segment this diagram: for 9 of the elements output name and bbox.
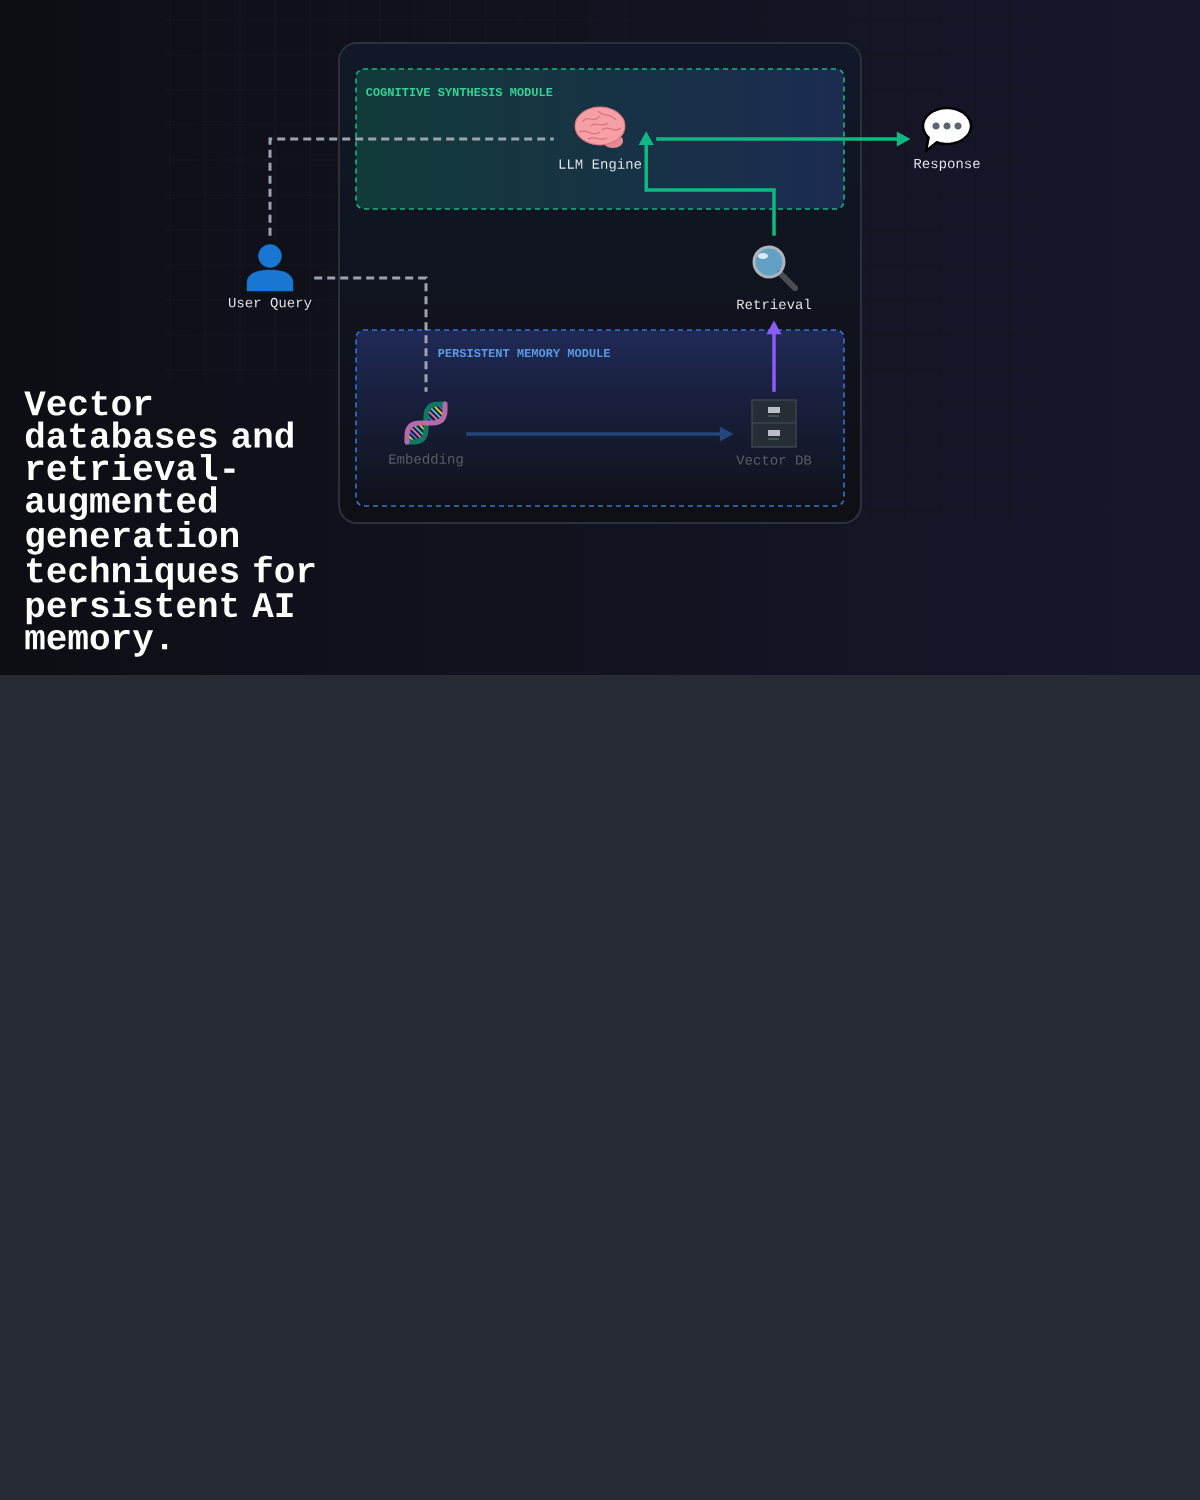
module-title: COGNITIVE SYNTHESIS MODULE xyxy=(366,87,553,97)
page-title: Vector databases and retrieval-augmented generation techniques for persistent AI memory. xyxy=(24,391,315,657)
module-title: PERSISTENT MEMORY MODULE xyxy=(438,348,610,358)
node-label: Vector DB xyxy=(736,455,812,465)
node-label: Embedding xyxy=(389,453,463,467)
node-label: Retrieval xyxy=(737,298,812,310)
connector-line xyxy=(314,276,428,392)
connector-line xyxy=(268,137,554,236)
node-label: LLM Engine xyxy=(559,158,642,172)
